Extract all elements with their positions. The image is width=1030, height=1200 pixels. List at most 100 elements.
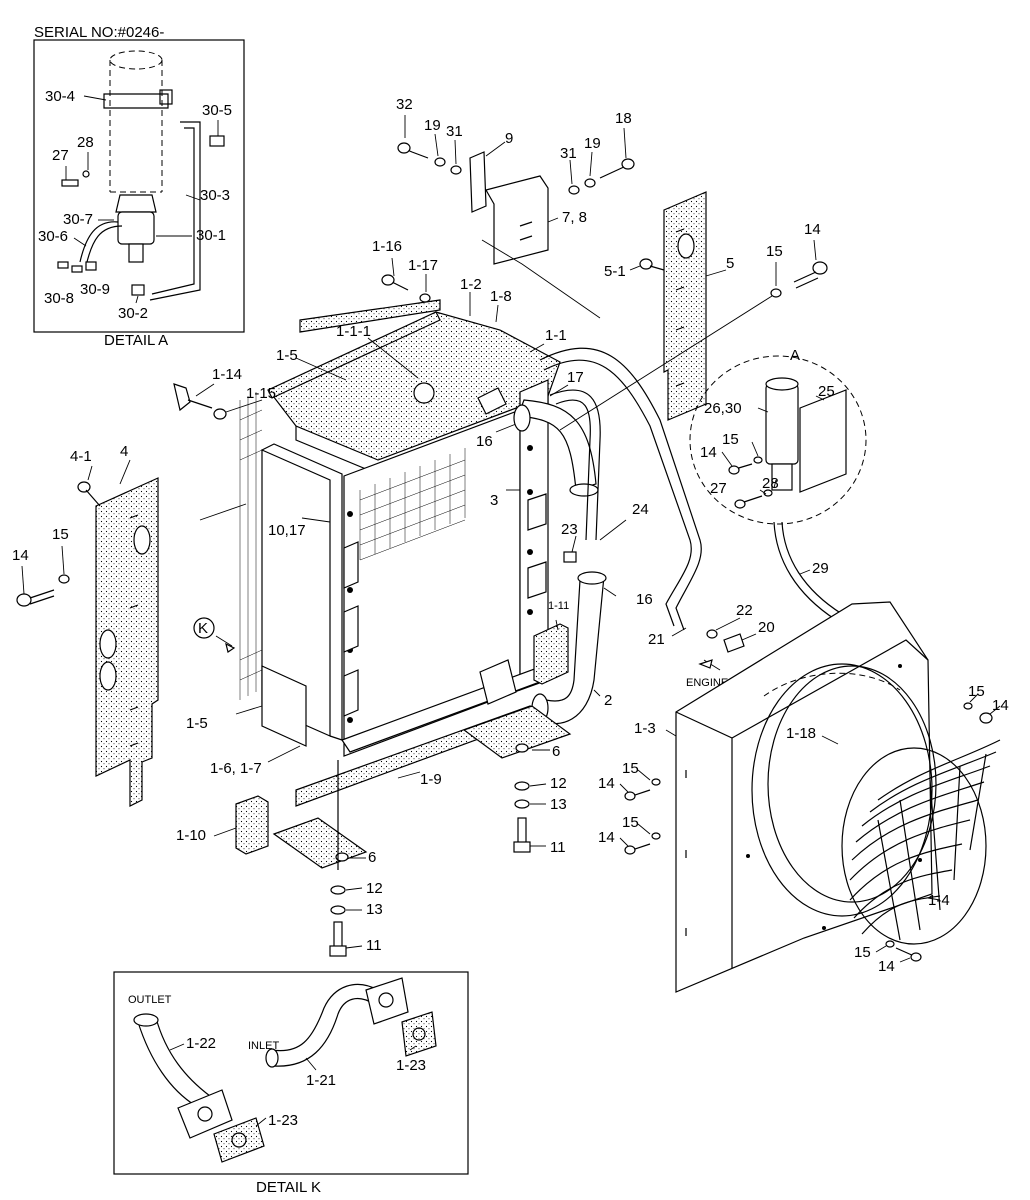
label-30-1: 30-1 — [196, 227, 226, 244]
top-bracket-group: 32 19 31 9 31 19 18 7, 8 — [396, 96, 635, 319]
view-k-marker — [193, 617, 215, 639]
label-27-callout: 27 — [710, 480, 727, 497]
label-14-right-top: 14 — [804, 221, 821, 238]
radiator-core — [343, 409, 521, 757]
label-25: 25 — [818, 383, 835, 400]
serial-note: SERIAL NO:#0246- — [34, 24, 164, 41]
inlet-pipe-1-21 — [271, 983, 379, 1067]
label-18: 18 — [615, 110, 632, 127]
bolt-14-left — [16, 593, 32, 607]
label-14-shroud-low: 14 — [598, 829, 615, 846]
mount-plate-6-upper — [462, 705, 572, 759]
label-1-23-lower: 1-23 — [268, 1112, 298, 1129]
fan-shroud-assembly: 1-3 1-18 15 14 15 14 15 14 1-4 15 14 — [598, 601, 1009, 993]
label-1-1-1: 1-1-1 — [336, 323, 371, 340]
bolt-14-shroud-top — [979, 712, 993, 724]
label-31-right: 31 — [560, 145, 577, 162]
outlet-label: OUTLET — [128, 994, 172, 1006]
label-21: 21 — [648, 631, 665, 648]
fitting-23 — [563, 551, 577, 563]
bolt-18 — [599, 165, 627, 179]
label-15-shroud-bottom: 15 — [854, 944, 871, 961]
detail-k-panel: OUTLET INLET 1-22 1-21 1-23 1-23 DETAIL … — [113, 971, 469, 1196]
label-31-top: 31 — [446, 123, 463, 140]
radiator-top-tank — [269, 311, 561, 461]
fitting-20 — [723, 633, 745, 653]
bolt-4-1 — [77, 481, 91, 493]
fan-shroud-1-3 — [675, 601, 933, 993]
view-k-label: K — [198, 620, 208, 637]
filter-26-30 — [765, 383, 799, 465]
label-1-16: 1-16 — [372, 238, 402, 255]
label-17: 17 — [567, 369, 584, 386]
label-30-8: 30-8 — [44, 290, 74, 307]
label-1-14: 1-14 — [212, 366, 242, 383]
label-15-left: 15 — [52, 526, 69, 543]
label-6-lower: 6 — [368, 849, 376, 866]
label-20: 20 — [758, 619, 775, 636]
label-13-upper: 13 — [550, 796, 567, 813]
detail-k-caption: DETAIL K — [256, 1179, 321, 1196]
label-29: 29 — [812, 560, 829, 577]
label-1-4: 1-4 — [928, 892, 950, 909]
bolt-14-shroud-bottom — [910, 952, 922, 962]
fitting-30-5 — [209, 135, 225, 147]
label-1-5-bottom: 1-5 — [186, 715, 208, 732]
label-14-callout: 14 — [700, 444, 717, 461]
rubber-block-1-10 — [235, 795, 269, 855]
inlet-label: INLET — [248, 1040, 279, 1052]
label-30-5: 30-5 — [202, 102, 232, 119]
label-6-upper: 6 — [552, 743, 560, 760]
side-plate-5 — [663, 191, 707, 421]
view-k-arrow-icon — [225, 642, 236, 653]
bolt-14-shroud-mid — [624, 791, 636, 801]
fitting-30-2 — [131, 284, 145, 296]
washer-19 — [434, 157, 446, 167]
bolt-5-1 — [639, 258, 653, 270]
label-4-1: 4-1 — [70, 448, 92, 465]
label-23: 23 — [561, 521, 578, 538]
foam-block-1-11 — [533, 623, 569, 685]
outlet-pipe-1-22 — [137, 1017, 212, 1107]
bracket-7-8 — [485, 175, 549, 265]
label-14-shroud-top: 14 — [992, 697, 1009, 714]
gasket-1-23-lower — [213, 1117, 265, 1163]
label-16-lower: 16 — [636, 591, 653, 608]
label-27-detail-a: 27 — [52, 147, 69, 164]
engine-arrow-icon — [698, 659, 713, 669]
label-12-lower: 12 — [366, 880, 383, 897]
label-30-2: 30-2 — [118, 305, 148, 322]
side-plate-4 — [95, 477, 159, 807]
label-15-right-top: 15 — [766, 243, 783, 260]
label-1-2: 1-2 — [460, 276, 482, 293]
label-16-upper: 16 — [476, 433, 493, 450]
label-24: 24 — [632, 501, 649, 518]
label-30-9: 30-9 — [80, 281, 110, 298]
washer-31 — [450, 165, 462, 175]
radiator-cap — [413, 382, 435, 404]
label-11-lower: 11 — [366, 937, 382, 954]
bottom-mounts: 1-9 1-10 6 12 13 11 6 12 13 11 — [176, 705, 572, 957]
label-1-5-top: 1-5 — [276, 347, 298, 364]
label-30-7: 30-7 — [63, 211, 93, 228]
callout-a: A 25 26,30 15 14 27 28 29 — [689, 347, 867, 621]
label-1-18: 1-18 — [786, 725, 816, 742]
label-1-15: 1-15 — [246, 385, 276, 402]
callout-a-label: A — [790, 347, 800, 364]
label-1-10: 1-10 — [176, 827, 206, 844]
label-10-17: 10,17 — [268, 522, 306, 539]
label-30-6: 30-6 — [38, 228, 68, 245]
label-1-9: 1-9 — [420, 771, 442, 788]
label-15-shroud-mid: 15 — [622, 760, 639, 777]
pipe-30-3 — [149, 121, 201, 301]
label-30-4: 30-4 — [45, 88, 75, 105]
label-30-3: 30-3 — [200, 187, 230, 204]
label-1-11: 1-11 — [548, 600, 569, 612]
label-19-top: 19 — [424, 117, 441, 134]
label-5-1: 5-1 — [604, 263, 626, 280]
shroud-ring-1-18 — [751, 663, 933, 917]
label-15-shroud-top: 15 — [968, 683, 985, 700]
label-1-1: 1-1 — [545, 327, 567, 344]
label-3: 3 — [490, 492, 498, 509]
